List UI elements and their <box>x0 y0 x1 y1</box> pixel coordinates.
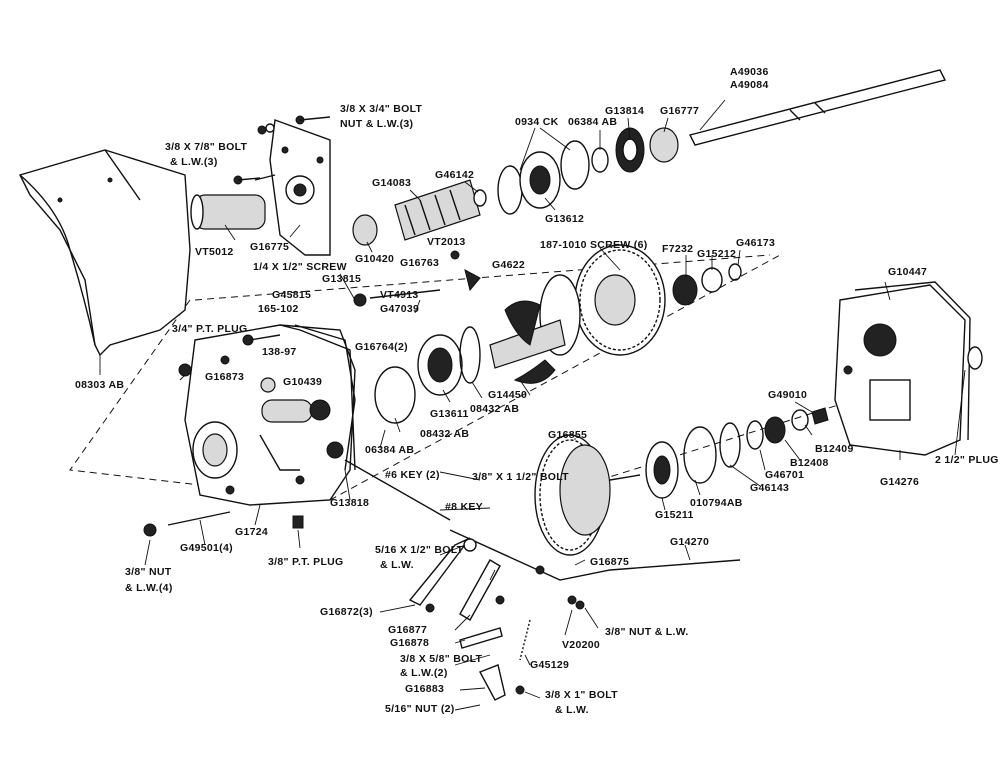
lever-rod-g14270 <box>449 529 741 581</box>
label-g14270: G14270 <box>670 536 709 548</box>
label-g16883: G16883 <box>405 683 444 695</box>
label-g16764: G16764(2) <box>355 341 408 353</box>
lever-linkage <box>408 537 585 701</box>
label-a49036: A49036 <box>730 66 769 78</box>
label-v20200: V20200 <box>562 639 600 651</box>
clutch-assembly <box>489 244 666 384</box>
misc-fasteners <box>143 250 481 537</box>
large-gear-g16855 <box>534 434 641 556</box>
label-lw-3: & L.W.(3) <box>170 156 218 168</box>
gear-case-housing <box>184 324 356 506</box>
label-g14450: G14450 <box>488 389 527 401</box>
label-g13818: G13818 <box>330 497 369 509</box>
label-08303ab: 08303 AB <box>75 379 124 391</box>
label-g4622: G4622 <box>492 259 525 271</box>
label-g1724: G1724 <box>235 526 268 538</box>
label-g16872: G16872(3) <box>320 606 373 618</box>
fender-shield <box>18 149 191 357</box>
leader-lines <box>99 99 966 711</box>
label-g10447: G10447 <box>888 266 927 278</box>
label-g49010: G49010 <box>768 389 807 401</box>
right-cover-g10447 <box>834 281 983 456</box>
pinion-shaft-g14083 <box>394 179 481 241</box>
label-plug-212: 2 1/2" PLUG <box>935 454 999 466</box>
label-screw-14-12: 1/4 X 1/2" SCREW <box>253 261 347 273</box>
label-g15211: G15211 <box>655 509 694 521</box>
shift-rod-g13818 <box>344 459 451 521</box>
label-06384ab-top: 06384 AB <box>568 116 617 128</box>
label-a49084: A49084 <box>730 79 769 91</box>
label-lw-a: & L.W. <box>380 559 414 571</box>
label-g45129: G45129 <box>530 659 569 671</box>
label-g47039: G47039 <box>380 303 419 315</box>
label-lw-4: & L.W.(4) <box>125 582 173 594</box>
label-bolt-38-112: 3/8" X 1 1/2" BOLT <box>472 471 569 483</box>
label-screw-1871010: 187-1010 SCREW (6) <box>540 239 648 251</box>
label-138-97: 138-97 <box>262 346 297 358</box>
label-g16777: G16777 <box>660 105 699 117</box>
label-g14276: G14276 <box>880 476 919 488</box>
right-bearings <box>672 263 742 306</box>
label-g46701: G46701 <box>765 469 804 481</box>
label-0934ck: 0934 CK <box>515 116 559 128</box>
label-g13612: G13612 <box>545 213 584 225</box>
label-g49501: G49501(4) <box>180 542 233 554</box>
label-vt4913: VT4913 <box>380 289 419 301</box>
gasket-g45815 <box>294 324 356 471</box>
label-nut-lw-3: NUT & L.W.(3) <box>340 118 413 130</box>
label-g16763: G16763 <box>400 257 439 269</box>
label-bolt-38-1: 3/8 X 1" BOLT <box>545 689 618 701</box>
label-010794ab: 010794AB <box>690 497 743 509</box>
label-g13814: G13814 <box>605 105 644 117</box>
label-g16877: G16877 <box>388 624 427 636</box>
label-165-102: 165-102 <box>258 303 299 315</box>
top-hardware <box>233 115 331 185</box>
assembly-centerlines <box>69 254 871 501</box>
label-bolt-38-78: 3/8 X 7/8" BOLT <box>165 141 248 153</box>
label-g45815: G45815 <box>272 289 311 301</box>
label-pt-plug-34: 3/4" P.T. PLUG <box>172 323 248 335</box>
label-g10420: G10420 <box>355 253 394 265</box>
rod-g16763 <box>369 289 441 299</box>
label-g16775: G16775 <box>250 241 289 253</box>
label-g46143: G46143 <box>750 482 789 494</box>
label-06384ab-mid: 06384 AB <box>365 444 414 456</box>
top-bearings <box>352 127 679 246</box>
label-08432ab-a: 08432 AB <box>470 403 519 415</box>
label-g46173: G46173 <box>736 237 775 249</box>
label-bolt-38-34: 3/8 X 3/4" BOLT <box>340 103 423 115</box>
label-lw-b: & L.W. <box>555 704 589 716</box>
label-key6: #6 KEY (2) <box>385 469 440 481</box>
label-g46142: G46142 <box>435 169 474 181</box>
label-g16875: G16875 <box>590 556 629 568</box>
label-lw-2: & L.W.(2) <box>400 667 448 679</box>
roller-bearing-g13611 <box>374 326 481 424</box>
label-g13815: G13815 <box>322 273 361 285</box>
label-bolt-516-12: 5/16 X 1/2" BOLT <box>375 544 464 556</box>
label-bolt-38-58: 3/8 X 5/8" BOLT <box>400 653 483 665</box>
lower-bearings <box>645 407 829 499</box>
label-g16855: G16855 <box>548 429 587 441</box>
label-g10439: G10439 <box>283 376 322 388</box>
label-g16878: G16878 <box>390 637 429 649</box>
label-g16873: G16873 <box>205 371 244 383</box>
label-g14083: G14083 <box>372 177 411 189</box>
label-key8: #8 KEY <box>445 501 483 513</box>
label-vt2013: VT2013 <box>427 236 466 248</box>
label-pt-plug-38: 3/8" P.T. PLUG <box>268 556 344 568</box>
label-nut-lw-38: 3/8" NUT & L.W. <box>605 626 689 638</box>
label-08432ab-b: 08432 AB <box>420 428 469 440</box>
label-f7232: F7232 <box>662 243 693 255</box>
label-b12409: B12409 <box>815 443 854 455</box>
label-g13611: G13611 <box>430 408 469 420</box>
label-nut-38: 3/8" NUT <box>125 566 172 578</box>
mounting-plate <box>190 119 331 256</box>
main-shaft <box>688 69 947 146</box>
label-nut-516: 5/16" NUT (2) <box>385 703 455 715</box>
label-b12408: B12408 <box>790 457 829 469</box>
label-g15212: G15212 <box>697 248 736 260</box>
label-vt5012: VT5012 <box>195 246 234 258</box>
part-labels: A49036 A49084 3/8 X 3/4" BOLT NUT & L.W.… <box>75 66 999 716</box>
